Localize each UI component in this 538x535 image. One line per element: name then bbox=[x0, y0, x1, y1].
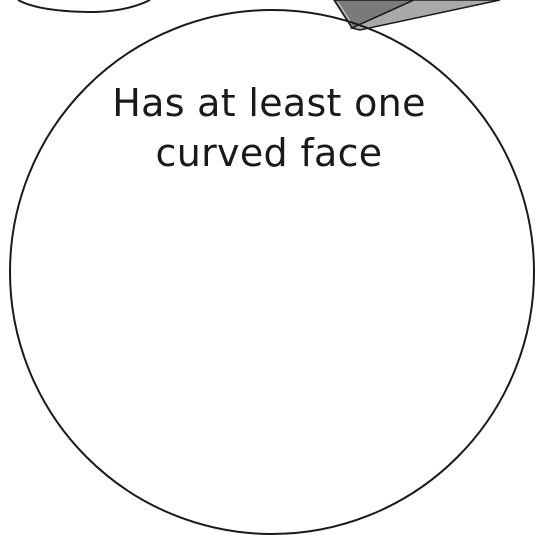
venn-circle-label: Has at least one curved face bbox=[69, 78, 469, 178]
cylinder-shape bbox=[18, 0, 150, 12]
venn-label-line-1: Has at least one bbox=[69, 78, 469, 128]
venn-label-line-2: curved face bbox=[69, 128, 469, 178]
